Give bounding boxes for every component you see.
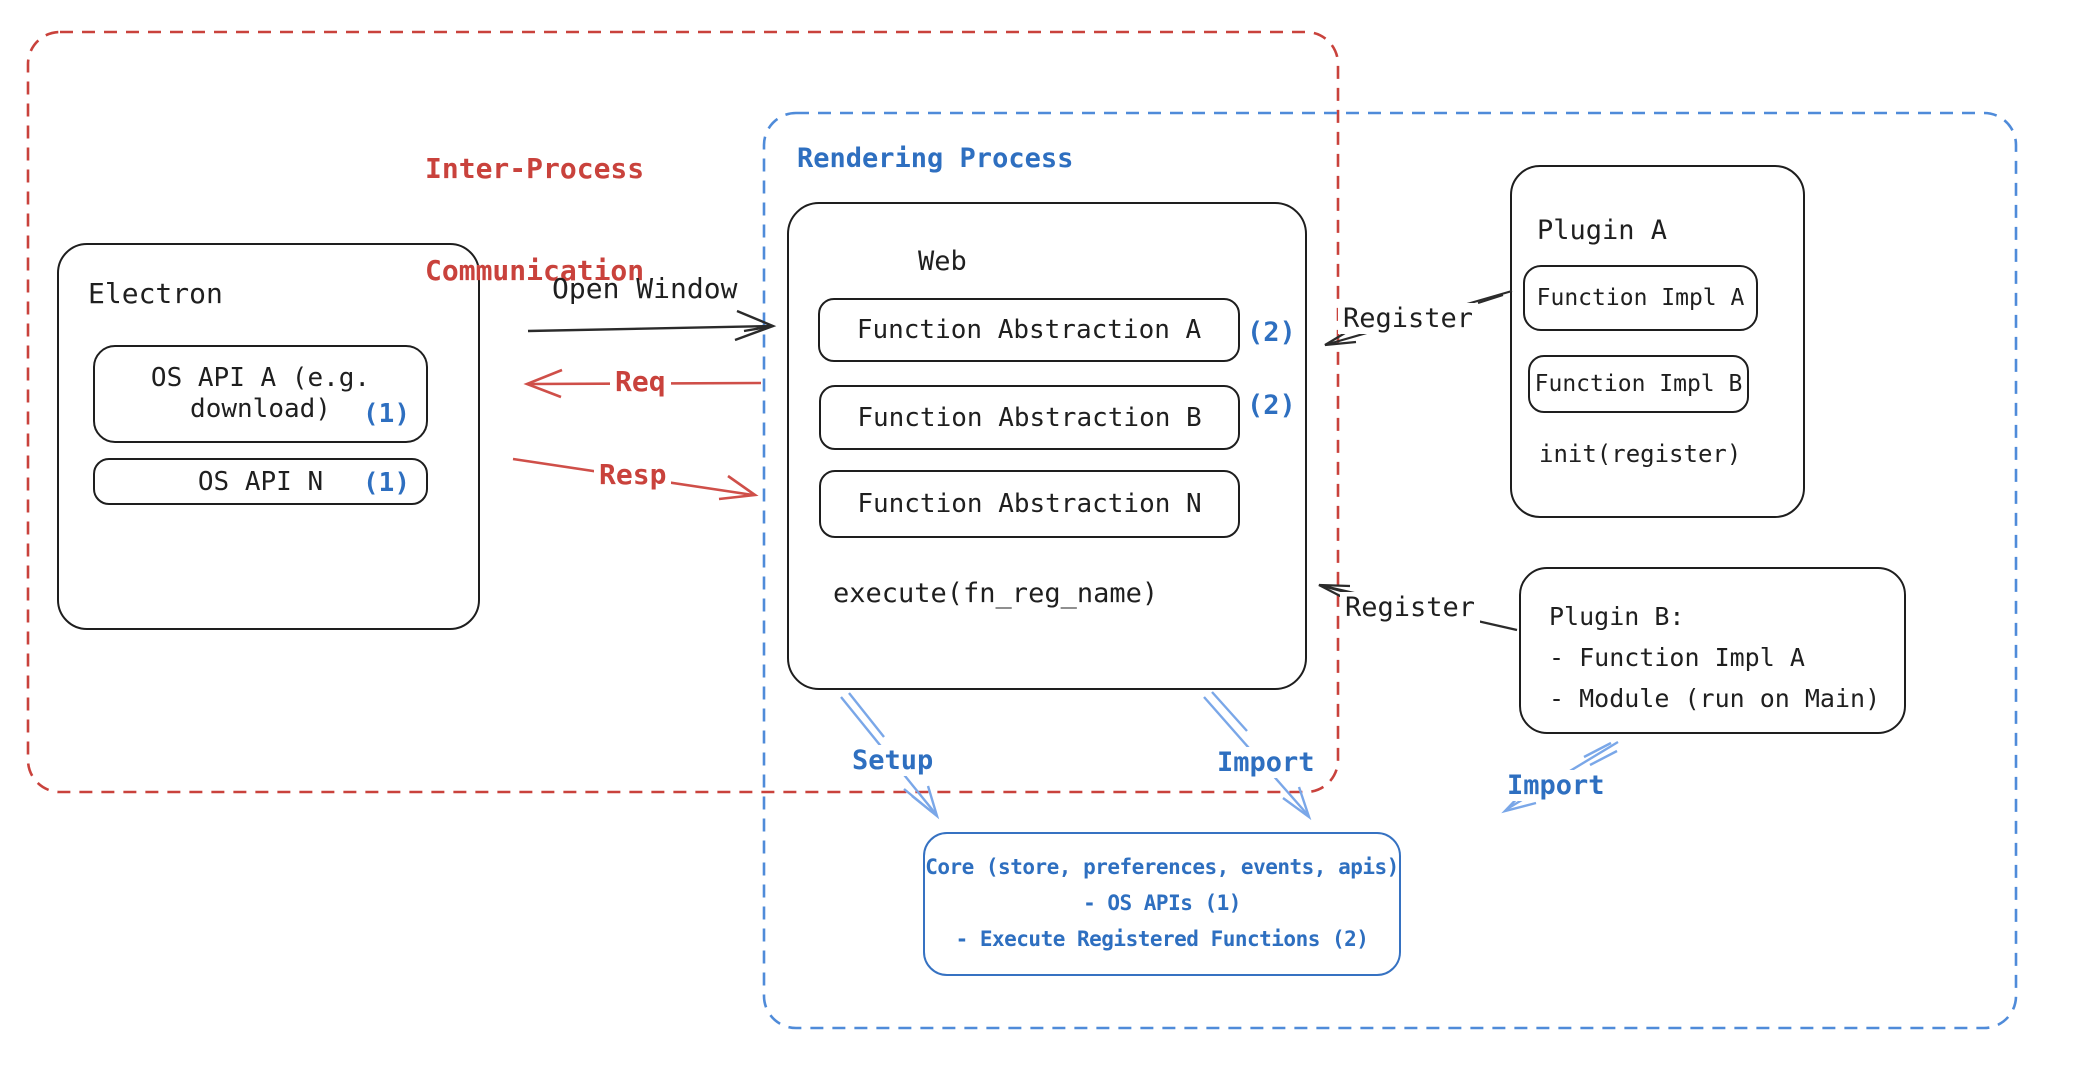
core-title: Core (store, preferences, events, apis) [925, 855, 1399, 879]
function-abstraction-a-badge: (2) [1247, 317, 1296, 348]
function-abstraction-n-box: Function Abstraction N [819, 470, 1240, 538]
function-abstraction-b-label: Function Abstraction B [857, 402, 1202, 433]
os-api-a-box: OS API A (e.g. download) (1) [93, 345, 428, 443]
function-impl-b-label: Function Impl B [1534, 371, 1743, 397]
os-api-n-badge: (1) [363, 468, 410, 498]
init-register-label: init(register) [1539, 440, 1742, 468]
import-plugin-b-label: Import [1502, 770, 1610, 801]
core-item-os-apis: - OS APIs (1) [1083, 891, 1241, 915]
execute-label: execute(fn_reg_name) [833, 578, 1159, 609]
function-abstraction-b-box: Function Abstraction B [819, 385, 1240, 450]
os-api-a-badge: (1) [363, 399, 410, 429]
function-impl-a-label: Function Impl A [1536, 285, 1745, 311]
os-api-n-label: OS API N [197, 466, 324, 497]
function-impl-a-box: Function Impl A [1523, 265, 1758, 331]
os-api-a-label: OS API A (e.g. download) [150, 363, 371, 424]
import-web-label: Import [1212, 747, 1320, 778]
rendering-group-label: Rendering Process [797, 143, 1074, 174]
plugin-b-item-module: - Module (run on Main) [1549, 684, 1881, 713]
plugin-b-item-impl-a: - Function Impl A [1549, 643, 1805, 672]
plugin-b-title: Plugin B: [1549, 602, 1685, 631]
open-window-label: Open Window [552, 272, 738, 305]
electron-title: Electron [88, 277, 223, 310]
register-a-label: Register [1338, 303, 1479, 334]
function-abstraction-b-badge: (2) [1247, 390, 1296, 421]
function-abstraction-n-label: Function Abstraction N [857, 489, 1202, 519]
function-abstraction-a-label: Function Abstraction A [856, 315, 1202, 345]
core-item-execute-registered: - Execute Registered Functions (2) [955, 927, 1369, 951]
core-box: Core (store, preferences, events, apis) … [923, 832, 1401, 976]
function-abstraction-a-box: Function Abstraction A [818, 298, 1240, 362]
function-impl-b-box: Function Impl B [1528, 355, 1749, 413]
web-title: Web [918, 246, 967, 277]
plugin-b-box: Plugin B: - Function Impl A - Module (ru… [1519, 567, 1906, 734]
ipc-group-label: Inter-Process Communication [425, 152, 645, 287]
setup-label: Setup [847, 745, 939, 776]
resp-label: Resp [594, 458, 672, 491]
register-b-label: Register [1340, 592, 1481, 623]
os-api-n-box: OS API N (1) [93, 458, 428, 505]
req-label: Req [610, 365, 671, 398]
plugin-a-title: Plugin A [1537, 215, 1668, 246]
